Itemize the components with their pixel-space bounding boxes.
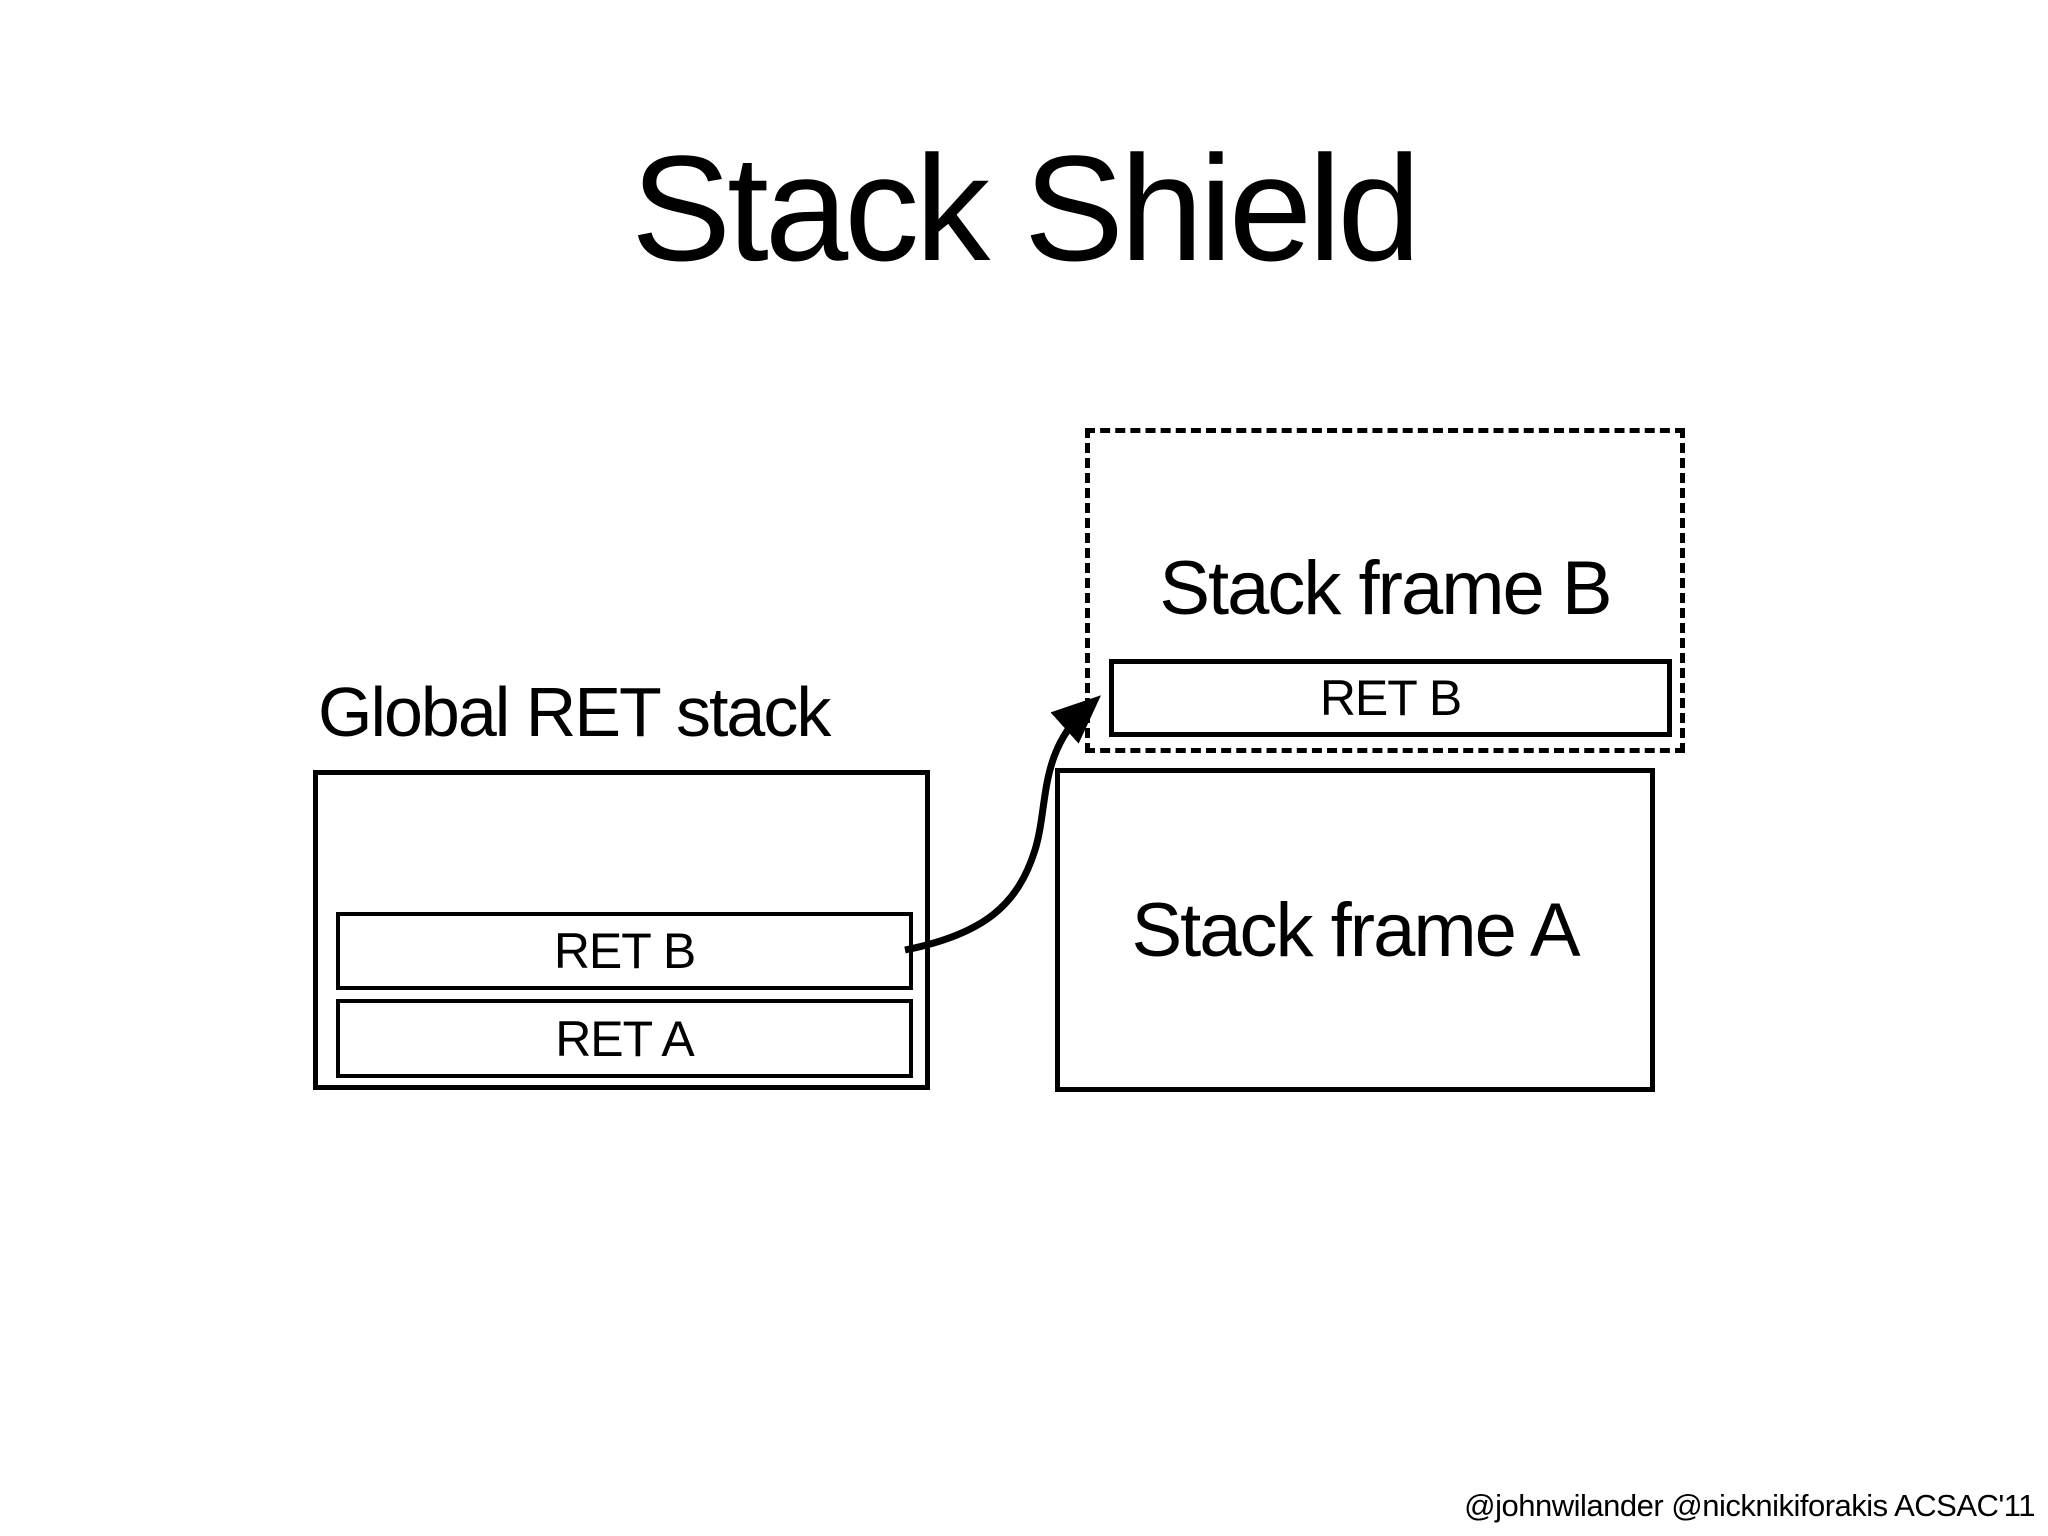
stack-frame-a-label: Stack frame A [1131,887,1580,973]
stack-frame-b-ret-slot: RET B [1109,659,1672,737]
global-ret-stack-box: RET B RET A [313,770,930,1090]
ret-copy-arrow [904,695,1101,954]
global-ret-stack-entry-label: RET B [553,923,696,979]
footer-credits: @johnwilander @nicknikiforakis ACSAC'11 [1464,1488,2035,1523]
global-ret-stack-entry: RET B [336,912,913,990]
stack-frame-b-label: Stack frame B [1159,546,1612,631]
stack-frame-b-ret-label: RET B [1319,670,1462,726]
global-ret-stack-entry-label: RET A [555,1010,695,1067]
global-ret-stack-entry: RET A [336,999,913,1078]
stack-frame-b-box: Stack frame B RET B [1085,428,1685,753]
stack-frame-a-box: Stack frame A [1055,768,1655,1092]
page-title: Stack Shield [631,124,1421,292]
global-ret-stack-label: Global RET stack [318,673,831,751]
